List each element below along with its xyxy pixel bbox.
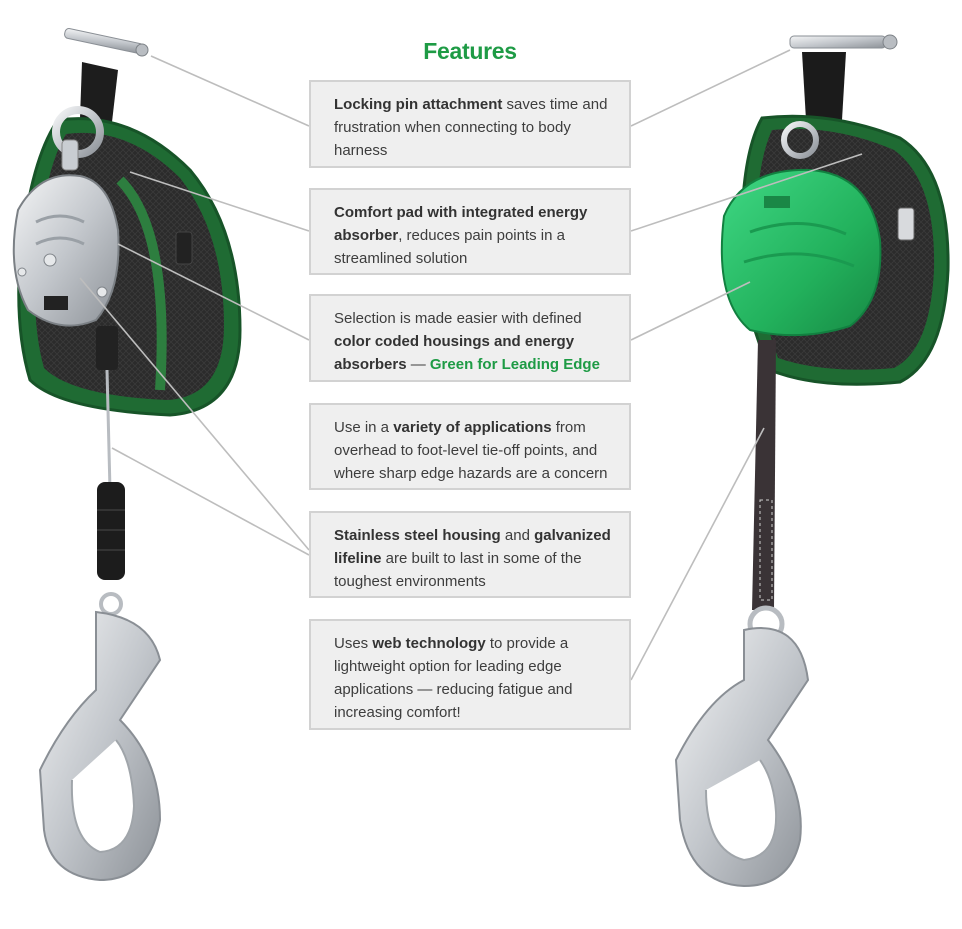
feature-box-color-coded: Selection is made easier with defined co… [309,294,631,382]
feature-bold-text: Stainless steel housing [334,527,501,544]
feature-box-locking-pin: Locking pin attachment saves time and fr… [309,80,631,168]
feature-box-comfort-pad: Comfort pad with integrated energy absor… [309,188,631,275]
feature-text: Stainless steel housing and galvanized l… [334,527,611,590]
feature-bold-text: Comfort pad with integrated energy absor… [334,204,588,244]
feature-text: Uses web technology to provide a lightwe… [334,635,573,721]
callout-lines [79,49,863,681]
feature-text: Locking pin attachment saves time and fr… [334,96,607,159]
feature-plain-text: Use in a [334,419,394,436]
feature-plain-text: , reduces pain points in a streamlined s… [334,227,565,267]
feature-plain-text: — [406,356,430,373]
feature-box-web-technology: Uses web technology to provide a lightwe… [309,619,631,730]
feature-highlight-text: Green for Leading Edge [429,356,600,373]
features-title: Features [423,38,517,64]
feature-bold-text: Locking pin attachment [334,96,503,113]
feature-bold-text: variety of applications [393,419,552,436]
feature-bold-text: web technology [372,635,486,652]
feature-box-applications: Use in a variety of applications from ov… [309,403,631,490]
feature-plain-text: to provide a lightweight option for lead… [334,635,573,721]
feature-text: Comfort pad with integrated energy absor… [334,204,587,267]
feature-plain-text: and [500,527,535,544]
right-device [674,34,950,888]
feature-plain-text: saves time and frustration when connecti… [334,96,608,159]
feature-plain-text: Uses [334,635,373,652]
feature-bold-text: color coded housings and energy absorber… [334,333,575,373]
left-device [12,28,242,882]
feature-text: Use in a variety of applications from ov… [334,419,608,482]
feature-bold-text: galvanized lifeline [334,527,611,567]
feature-box-stainless-steel: Stainless steel housing and galvanized l… [309,511,631,598]
feature-plain-text: from overhead to foot-level tie-off poin… [334,419,608,482]
feature-plain-text: Selection is made easier with defined [334,310,582,327]
feature-plain-text: are built to last in some of the toughes… [334,550,582,590]
feature-text: Selection is made easier with defined co… [334,310,600,373]
